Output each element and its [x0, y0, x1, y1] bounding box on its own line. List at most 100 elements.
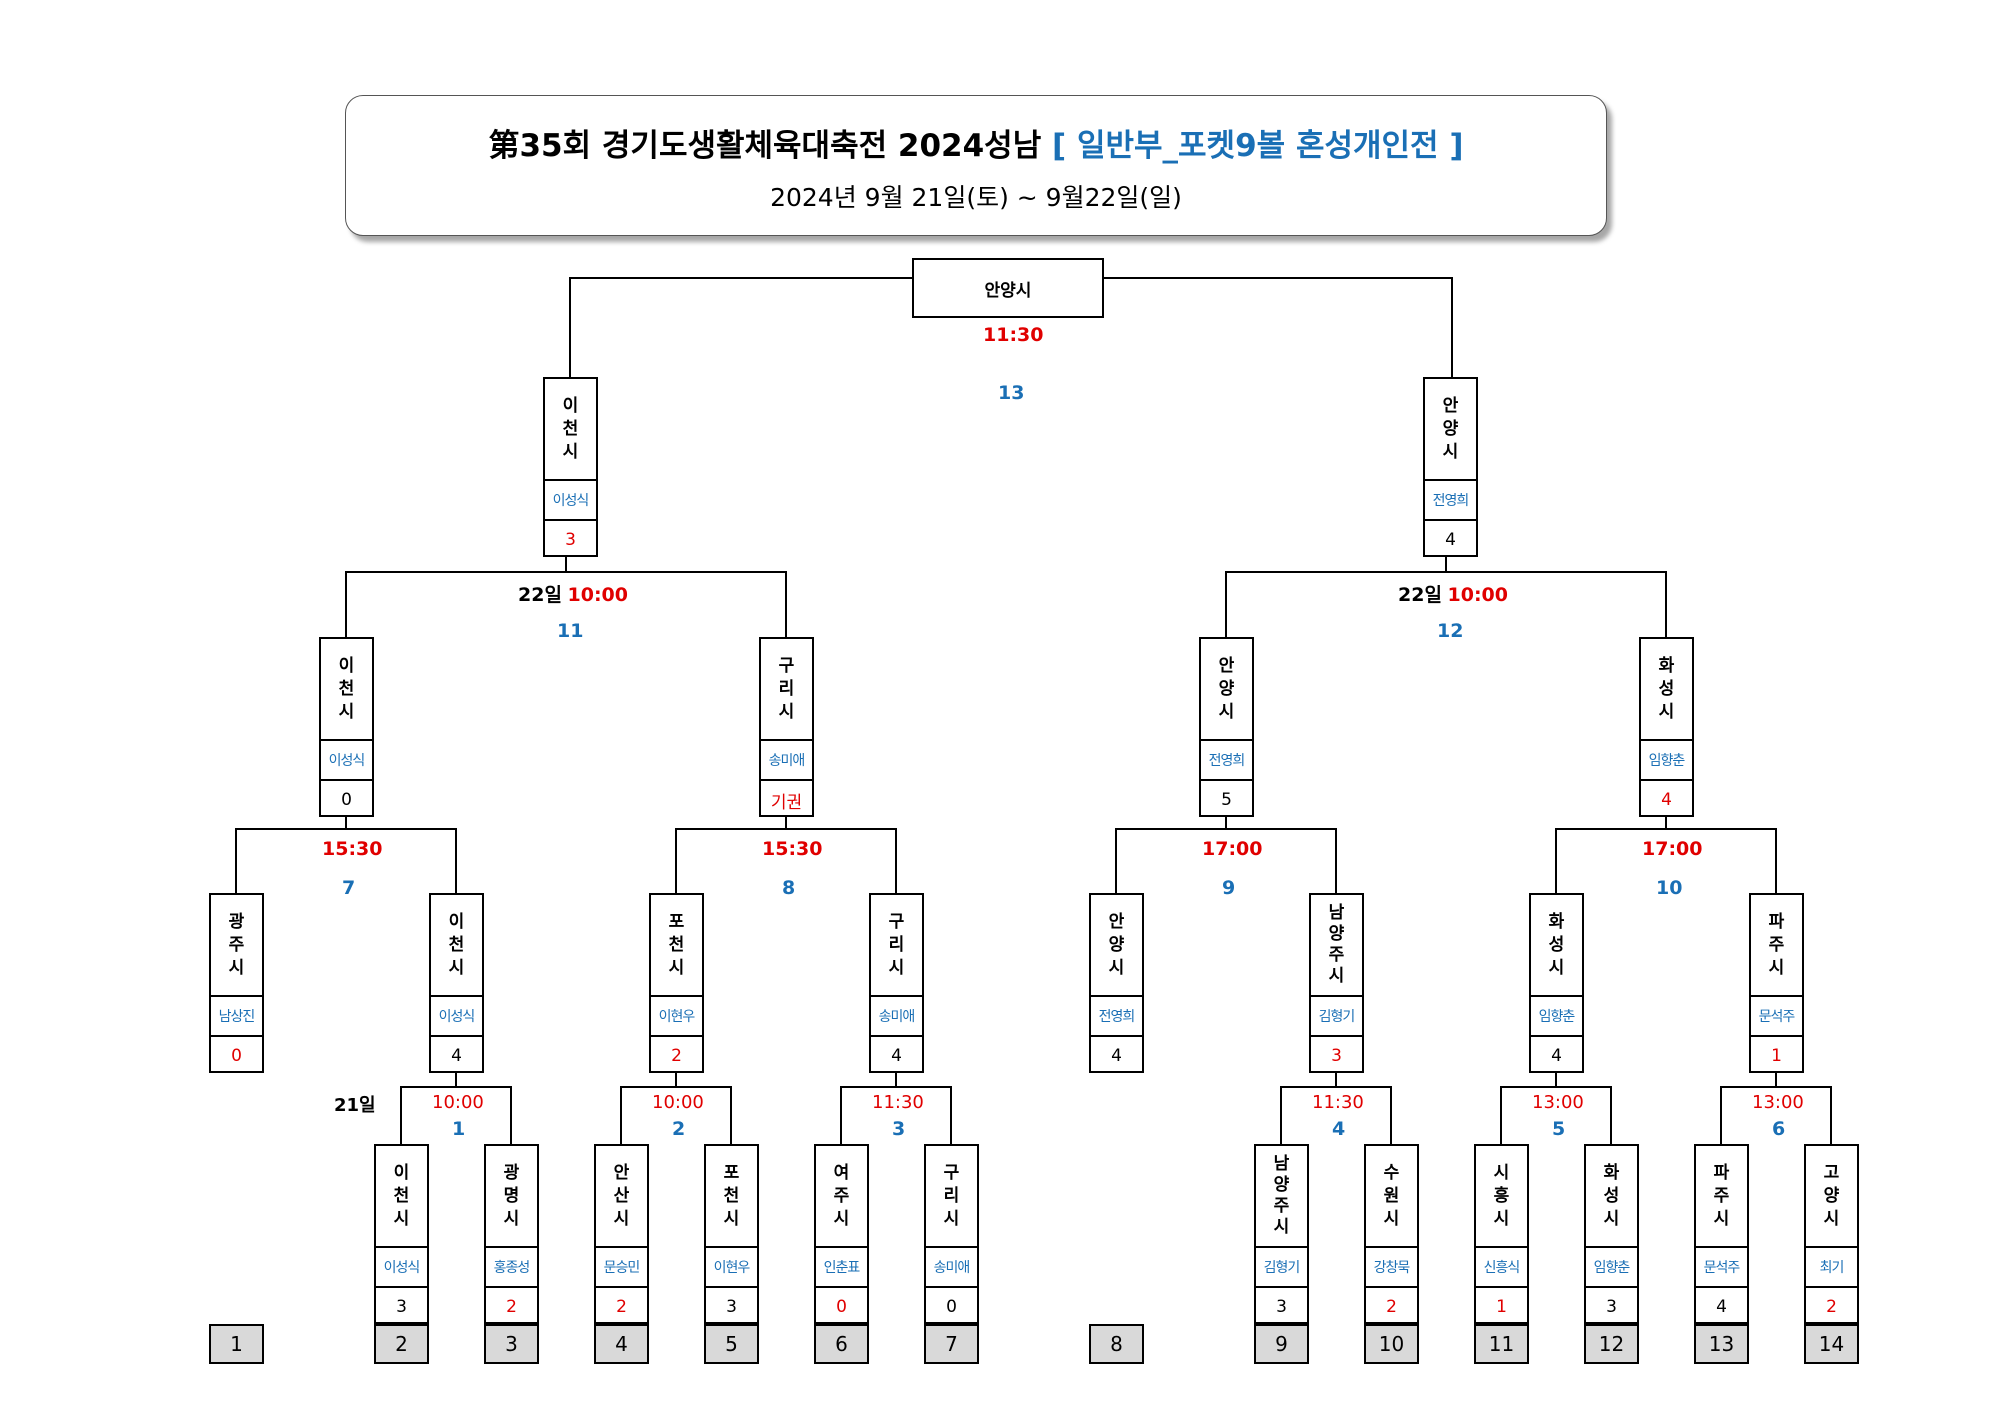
semifinal-match-number: 11 [557, 620, 584, 642]
player-name: 문석주 [1751, 995, 1802, 1035]
player-name: 신흥식 [1476, 1246, 1527, 1286]
round1-time: 13:00 [1752, 1092, 1804, 1113]
final-match-number: 13 [998, 382, 1025, 404]
city-name-text: 안산시 [613, 1162, 630, 1229]
round1-match-number: 3 [892, 1118, 906, 1140]
quarterfinal-match-number: 9 [1222, 877, 1236, 899]
city-name-text: 포천시 [723, 1162, 740, 1229]
seed-slot: 9 [1254, 1324, 1309, 1364]
player-name: 송미애 [871, 995, 922, 1035]
city-name-text: 남양주시 [1273, 1154, 1290, 1237]
quarterfinal-time: 17:00 [1202, 838, 1263, 860]
seed-slot: 2 [374, 1324, 429, 1364]
player-name: 이성식 [545, 479, 596, 519]
score: 4 [871, 1035, 922, 1075]
seed-slot: 14 [1804, 1324, 1859, 1364]
score: 2 [1806, 1286, 1857, 1326]
semifinal-match-number: 12 [1437, 620, 1464, 642]
player-name: 이현우 [651, 995, 702, 1035]
city-name-text: 이천시 [393, 1162, 410, 1229]
seed-slot: 12 [1584, 1324, 1639, 1364]
score: 4 [1531, 1035, 1582, 1075]
score: 2 [596, 1286, 647, 1326]
final-winner-box: 안양시 [912, 258, 1104, 318]
round1-time: 11:30 [872, 1092, 924, 1113]
city-name: 안산시 [596, 1146, 647, 1246]
city-name-text: 이천시 [448, 911, 465, 978]
round1-time: 11:30 [1312, 1092, 1364, 1113]
round1-match-number: 5 [1552, 1118, 1566, 1140]
day1-label: 21일 [334, 1095, 376, 1116]
score: 3 [376, 1286, 427, 1326]
quarterfinal-match-number: 8 [782, 877, 796, 899]
player-name: 이성식 [431, 995, 482, 1035]
score: 1 [1751, 1035, 1802, 1075]
title-box: 第35회 경기도생활체육대축전 2024성남 [ 일반부_포켓9볼 혼성개인전 … [345, 95, 1607, 236]
score: 3 [1256, 1286, 1307, 1326]
seed-slot: 4 [594, 1324, 649, 1364]
city-name-text: 구리시 [888, 911, 905, 978]
score: 5 [1201, 779, 1252, 819]
score: 2 [1366, 1286, 1417, 1326]
player-name: 임향춘 [1586, 1246, 1637, 1286]
city-name-text: 파주시 [1768, 911, 1785, 978]
player-name: 전영희 [1425, 479, 1476, 519]
city-name: 이천시 [431, 895, 482, 995]
player-name: 남상진 [211, 995, 262, 1035]
city-name: 구리시 [761, 639, 812, 739]
city-name-text: 화성시 [1658, 655, 1675, 722]
seed-slot: 6 [814, 1324, 869, 1364]
score: 2 [651, 1035, 702, 1075]
city-name: 구리시 [871, 895, 922, 995]
score: 3 [1311, 1035, 1362, 1075]
round1-match-number: 6 [1772, 1118, 1786, 1140]
city-name: 이천시 [321, 639, 372, 739]
player-name: 이성식 [321, 739, 372, 779]
page-title: 第35회 경기도생활체육대축전 2024성남 [ 일반부_포켓9볼 혼성개인전 … [346, 120, 1606, 165]
player-name: 임향춘 [1641, 739, 1692, 779]
city-name-text: 포천시 [668, 911, 685, 978]
city-name: 안양시 [1425, 379, 1476, 479]
city-name-text: 이천시 [338, 655, 355, 722]
seed-slot: 5 [704, 1324, 759, 1364]
player-name: 전영희 [1201, 739, 1252, 779]
city-name: 포천시 [706, 1146, 757, 1246]
score: 0 [211, 1035, 262, 1075]
score: 4 [431, 1035, 482, 1075]
city-name: 파주시 [1751, 895, 1802, 995]
city-name: 남양주시 [1256, 1146, 1307, 1246]
player-name: 전영희 [1091, 995, 1142, 1035]
city-name: 포천시 [651, 895, 702, 995]
semifinal-label-right: 22일 10:00 [1398, 580, 1508, 607]
semifinal-time: 10:00 [567, 584, 628, 606]
city-name: 구리시 [926, 1146, 977, 1246]
semifinal-label-left: 22일 10:00 [518, 580, 628, 607]
quarterfinal-time: 15:30 [322, 838, 383, 860]
city-name-text: 광주시 [228, 911, 245, 978]
player-name: 송미애 [761, 739, 812, 779]
city-name: 고양시 [1806, 1146, 1857, 1246]
seed-slot: 13 [1694, 1324, 1749, 1364]
round1-time: 13:00 [1532, 1092, 1584, 1113]
city-name-text: 안양시 [1108, 911, 1125, 978]
semifinal-time: 10:00 [1447, 584, 1508, 606]
date-range: 2024년 9월 21일(토) ~ 9월22일(일) [770, 183, 1182, 212]
quarterfinal-time: 17:00 [1642, 838, 1703, 860]
city-name: 화성시 [1531, 895, 1582, 995]
score: 4 [1091, 1035, 1142, 1075]
